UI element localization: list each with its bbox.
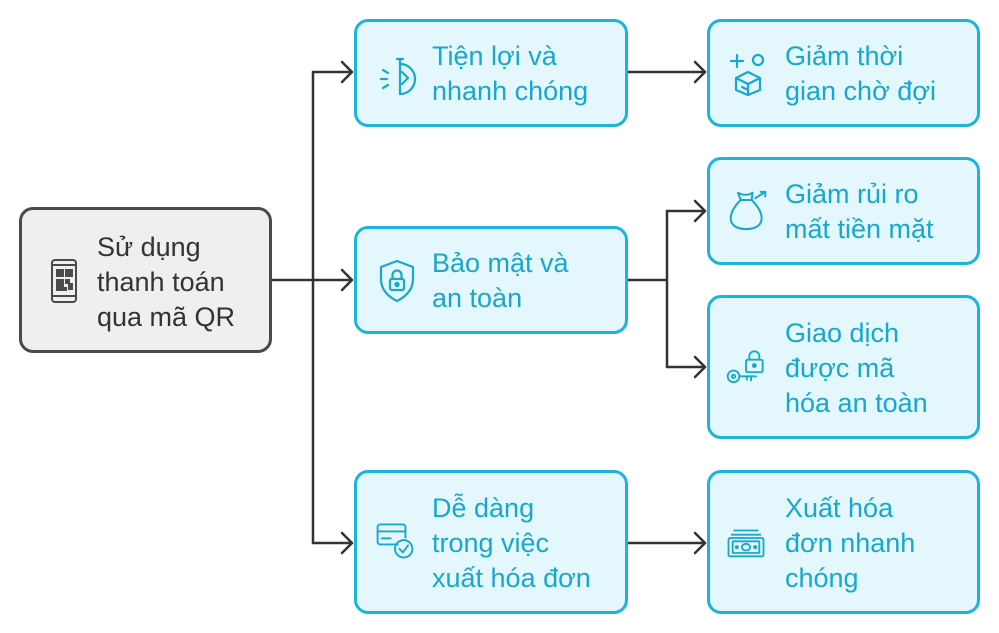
leaf-reduce-cash-risk[interactable]: Giảm rủi ro mất tiền mặt — [707, 157, 980, 265]
root-label: Sử dụng thanh toán qua mã QR — [97, 232, 236, 332]
leaf-encrypted-label: Giao dịch được mã hóa an toàn — [785, 318, 928, 418]
branch-invoicing-label: Dễ dàng trong việc xuất hóa đơn — [432, 493, 591, 593]
branch-security-label: Bảo mật và an toàn — [432, 248, 569, 313]
money-bag-icon — [728, 190, 768, 231]
root-node[interactable]: Sử dụng thanh toán qua mã QR — [19, 207, 272, 353]
leaf-reduce-wait-label: Giảm thời gian chờ đợi — [785, 41, 936, 106]
leaf-encrypted[interactable]: Giao dịch được mã hóa an toàn — [707, 295, 980, 439]
branch-security[interactable]: Bảo mật và an toàn — [354, 226, 628, 334]
card-check-icon — [375, 521, 415, 561]
leaf-fast-invoice-label: Xuất hóa đơn nhanh chóng — [785, 493, 916, 593]
branch-convenience-label: Tiện lợi và nhanh chóng — [432, 41, 589, 106]
qr-phone-icon — [44, 259, 84, 303]
shield-lock-icon — [377, 259, 417, 303]
time-saving-icon — [728, 53, 768, 96]
banknote-icon — [726, 523, 766, 563]
leaf-reduce-wait[interactable]: Giảm thời gian chờ đợi — [707, 19, 980, 127]
branch-invoicing[interactable]: Dễ dàng trong việc xuất hóa đơn — [354, 470, 628, 614]
branch-convenience[interactable]: Tiện lợi và nhanh chóng — [354, 19, 628, 127]
stopwatch-icon — [379, 56, 419, 96]
key-lock-icon — [726, 348, 766, 388]
leaf-fast-invoice[interactable]: Xuất hóa đơn nhanh chóng — [707, 470, 980, 614]
leaf-reduce-cash-risk-label: Giảm rủi ro mất tiền mặt — [785, 179, 934, 244]
